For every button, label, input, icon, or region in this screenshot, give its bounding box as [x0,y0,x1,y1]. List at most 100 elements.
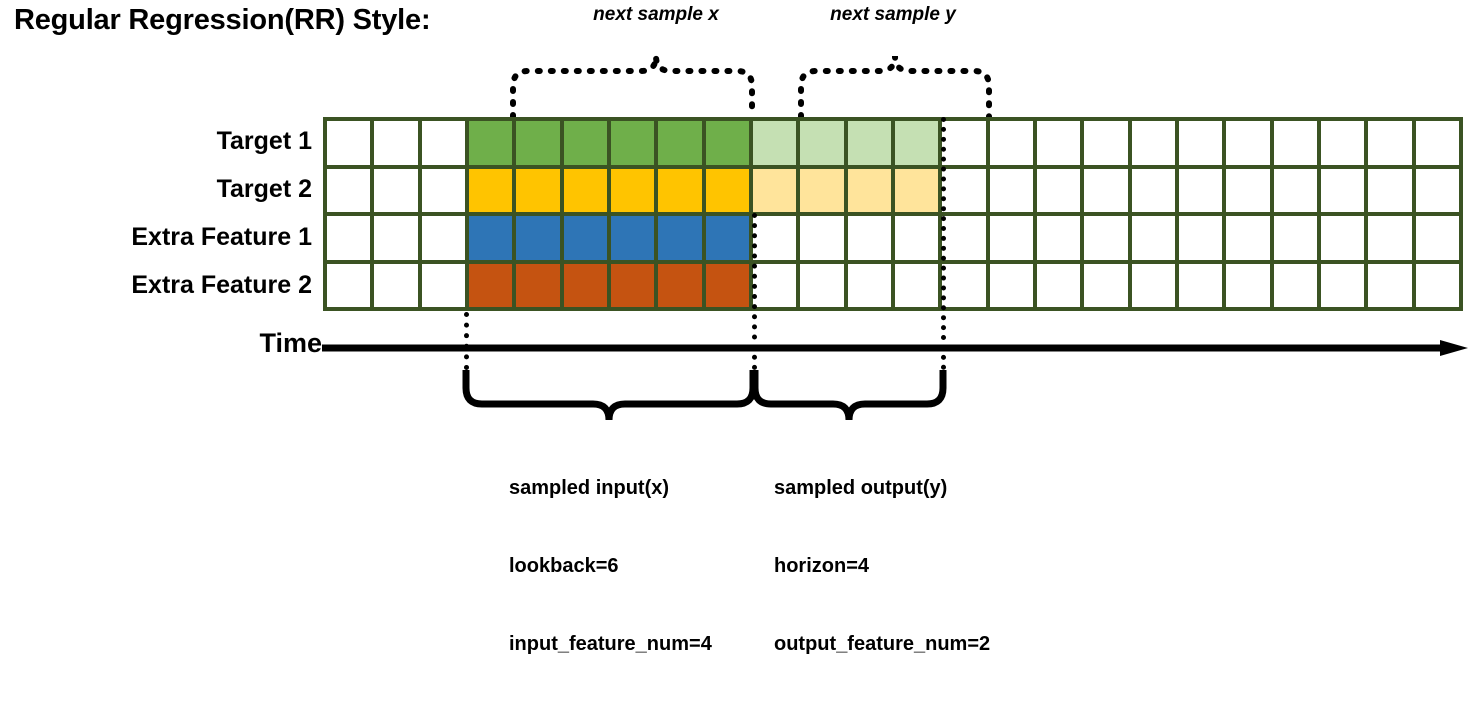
grid-cell [421,216,465,260]
annotation-next-sample-x: next sample x [593,4,719,25]
grid-cell [327,263,371,307]
grid-cell [1273,263,1317,307]
grid-cell [800,168,844,212]
grid-cell [563,168,607,212]
grid-cell [894,263,939,307]
row-label-target-1: Target 1 [216,127,312,155]
grid-cell [1131,168,1175,212]
grid-cell [563,263,607,307]
grid-cell [1036,168,1081,212]
grid-cell [1368,168,1412,212]
grid-cell [468,263,513,307]
grid-cell [1084,168,1128,212]
grid-cell [800,121,844,165]
caption-output: sampled output(y) horizon=4 output_featu… [774,423,990,709]
row-label-extra-feature-1: Extra Feature 1 [131,223,312,251]
grid-cell [1178,216,1223,260]
grid-cell [658,168,702,212]
grid-cell [847,263,891,307]
grid-cell [894,121,939,165]
grid-cell [516,121,560,165]
grid-cell [1368,121,1412,165]
grid-cell [1036,216,1081,260]
grid-cell [658,216,702,260]
grid-cell [1273,216,1317,260]
dropline-sample-start [464,312,469,370]
grid-cell [1320,216,1365,260]
dropline-sample-split [752,213,757,370]
grid-cell [894,216,939,260]
grid-cell [1084,263,1128,307]
grid-cell [1415,216,1459,260]
grid-cell [1036,121,1081,165]
time-axis-arrow [322,340,1468,356]
grid-cell [705,216,749,260]
caption-input-line2: lookback=6 [509,555,619,577]
grid-cell [468,168,513,212]
grid-cell [942,216,986,260]
grid-cell [1320,263,1365,307]
grid-cell [1084,121,1128,165]
grid-cell [658,263,702,307]
grid-cell [468,121,513,165]
grid-cell [468,216,513,260]
dropline-sample-end [941,117,946,370]
grid-cell [847,216,891,260]
grid-cell [374,121,418,165]
row-label-extra-feature-2: Extra Feature 2 [131,271,312,299]
grid-cell [421,263,465,307]
grid-cell [1226,216,1270,260]
diagram-canvas: Regular Regression(RR) Style: next sampl… [0,4,1468,655]
grid-cell [1226,121,1270,165]
grid-cell [327,216,371,260]
grid-cell [752,168,797,212]
grid-cell [421,121,465,165]
grid-cell [705,121,749,165]
grid-cell [942,263,986,307]
grid-cell [327,168,371,212]
grid-cell [1273,121,1317,165]
grid-cell [516,216,560,260]
caption-input: sampled input(x) lookback=6 input_featur… [509,423,712,709]
grid-cell [800,263,844,307]
caption-input-line3: input_feature_num=4 [509,633,712,655]
grid-cell [705,263,749,307]
axis-label-time: Time [259,328,322,358]
grid-cell [658,121,702,165]
grid-cell [942,121,986,165]
grid-cell [374,168,418,212]
grid-cell [1320,121,1365,165]
grid-cell [752,216,797,260]
grid-cell [989,121,1033,165]
grid-cell [1368,216,1412,260]
page-title: Regular Regression(RR) Style: [14,4,431,36]
grid-cell [563,216,607,260]
grid-cell [1131,121,1175,165]
grid-cell [1178,263,1223,307]
grid-cell [1415,168,1459,212]
grid-cell [374,263,418,307]
grid-cell [1131,263,1175,307]
grid-cell [610,263,655,307]
grid-cell [563,121,607,165]
grid-cell [374,216,418,260]
timeseries-grid [323,117,1463,311]
grid-cell [1178,121,1223,165]
grid-cell [610,121,655,165]
row-label-column: Target 1 Target 2 Extra Feature 1 Extra … [0,117,312,311]
grid-cell [1320,168,1365,212]
grid-cell [1131,216,1175,260]
row-label-target-2: Target 2 [216,175,312,203]
grid-cell [942,168,986,212]
grid-cell [327,121,371,165]
caption-input-line1: sampled input(x) [509,477,670,499]
grid-cell [1415,263,1459,307]
grid-cell [752,121,797,165]
grid-cell [1036,263,1081,307]
grid-cell [1273,168,1317,212]
caption-output-line3: output_feature_num=2 [774,633,991,655]
grid-cell [989,263,1033,307]
grid-cell [705,168,749,212]
caption-output-line1: sampled output(y) [774,477,948,499]
grid-cell [1084,216,1128,260]
